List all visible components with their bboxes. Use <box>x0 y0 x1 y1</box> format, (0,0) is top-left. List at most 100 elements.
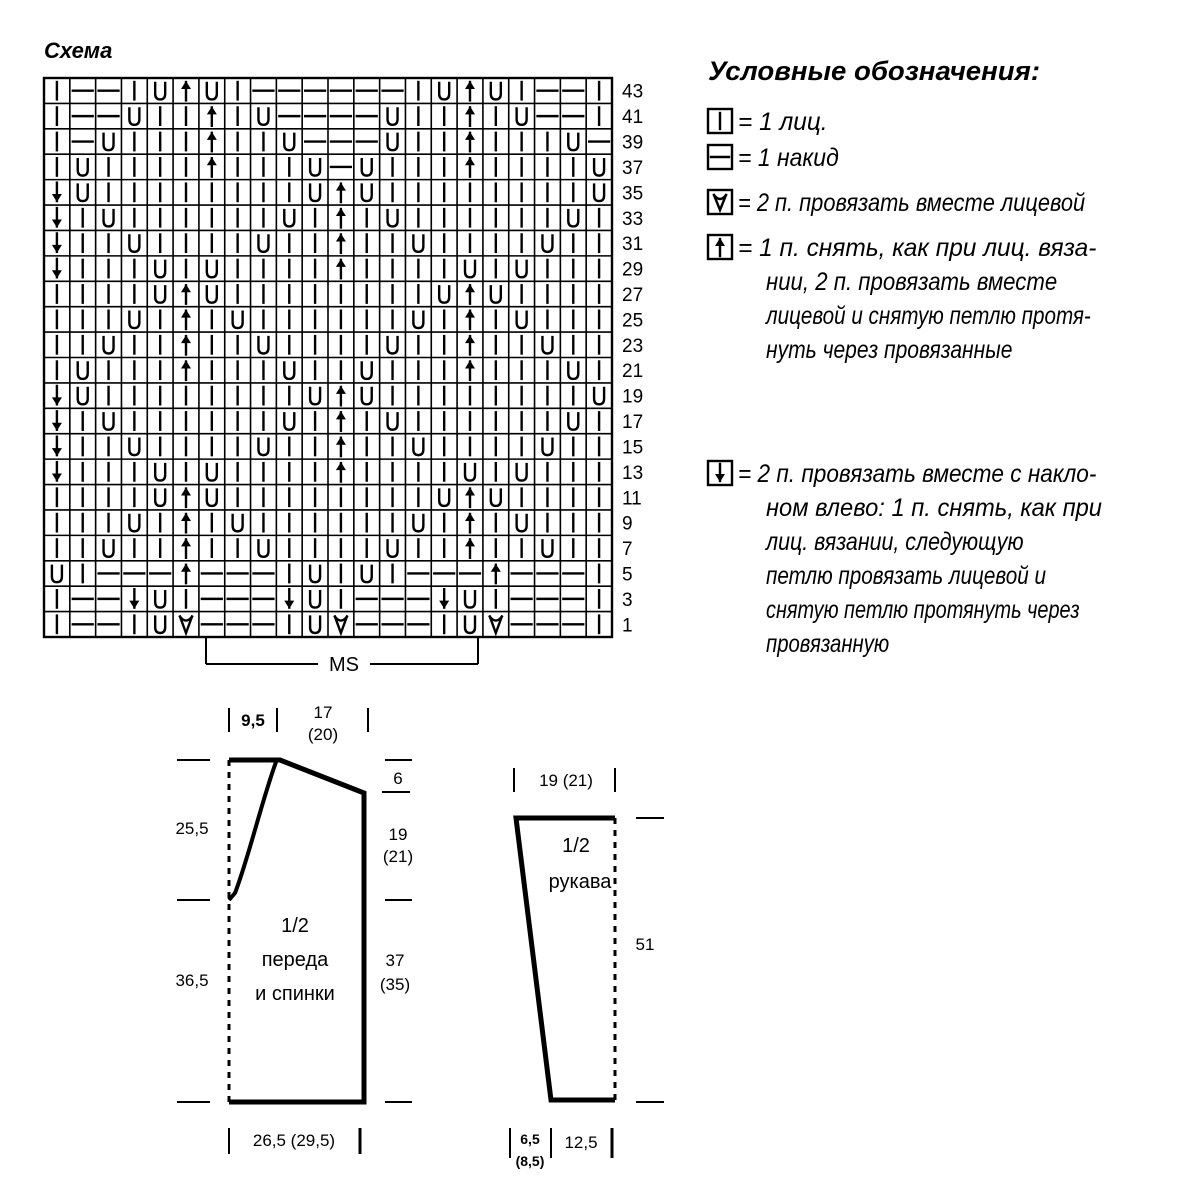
chart-cell <box>153 81 167 101</box>
chart-cell <box>412 437 425 457</box>
legend-text: снятую петлю протянуть через <box>766 596 1080 624</box>
chart-cell <box>465 487 475 509</box>
chart-row <box>51 384 606 407</box>
chart-cell <box>360 361 373 381</box>
row-number: 7 <box>622 539 633 560</box>
chart-cell <box>205 462 219 482</box>
chart-cell <box>102 132 115 152</box>
chart-cell <box>333 614 349 637</box>
chart-cell <box>181 80 191 102</box>
chart-cell <box>465 106 475 128</box>
chart-cell <box>541 539 554 558</box>
chart-row <box>50 563 601 585</box>
chart-row <box>55 80 601 102</box>
chart-cell <box>257 107 270 127</box>
chart-cell <box>465 157 475 178</box>
chart-cell <box>178 614 194 637</box>
chart-cell <box>153 488 167 508</box>
chart-cell <box>153 259 167 279</box>
chart-row <box>51 410 601 432</box>
row-number: 17 <box>622 412 643 433</box>
legend-text: = 1 накид <box>738 144 839 172</box>
chart-cell <box>257 335 270 355</box>
chart-row <box>55 360 601 382</box>
chart-cell <box>335 233 346 255</box>
chart-cell <box>308 615 322 635</box>
dim-shoulder-left: 9,5 <box>241 711 265 730</box>
legend-text: ном влево: 1 п. снять, как при <box>766 494 1102 522</box>
chart-cell <box>102 539 115 558</box>
chart-cell <box>153 285 167 304</box>
k2tog-symbol-icon <box>706 188 734 216</box>
chart-cell <box>437 488 451 508</box>
sleeve-label-name: рукава <box>549 871 613 893</box>
legend-item-yarn-over: = 1 накид <box>706 143 839 172</box>
dim-sleeve-length: 51 <box>636 935 655 954</box>
chart-cell <box>205 81 219 101</box>
chart-cell <box>205 285 219 304</box>
chart-cell <box>51 435 62 457</box>
chart-cell <box>308 564 322 584</box>
chart-cell <box>51 410 62 431</box>
dim-side-left: 36,5 <box>175 971 208 990</box>
chart-cell <box>437 285 451 304</box>
chart-row <box>55 587 601 609</box>
chart-cell <box>592 386 606 406</box>
chart-cell <box>489 81 503 101</box>
chart-cell <box>76 361 89 381</box>
stitch-chart-grid <box>42 76 614 639</box>
row-number: 33 <box>622 209 643 230</box>
row-number: 31 <box>622 234 643 255</box>
chart-row <box>55 487 601 509</box>
chart-cell <box>465 80 475 102</box>
chart-row <box>51 257 601 280</box>
chart-cell <box>465 309 475 331</box>
chart-cell <box>592 158 606 177</box>
chart-cell <box>465 334 475 356</box>
row-number: 21 <box>622 361 643 382</box>
chart-cell <box>465 512 475 534</box>
chart-cell <box>541 234 554 254</box>
chart-row <box>55 131 611 153</box>
chart-cell <box>181 334 191 356</box>
legend-text: нуть через провязанные <box>766 336 1012 364</box>
chart-cell <box>488 614 504 637</box>
chart-cell <box>231 513 244 533</box>
chart-cell <box>206 157 217 178</box>
chart-row <box>55 309 601 331</box>
chart-row <box>51 206 601 229</box>
legend-text: = 1 лиц. <box>738 108 828 136</box>
chart-cell <box>257 539 270 558</box>
row-number: 23 <box>622 336 643 357</box>
chart-cell <box>231 310 244 330</box>
body-label-fraction: 1/2 <box>281 915 309 937</box>
chart-cell <box>50 564 64 584</box>
row-number: 29 <box>622 260 643 281</box>
chart-cell <box>51 206 62 228</box>
chart-row <box>55 106 601 128</box>
chart-cell <box>308 589 322 609</box>
dim-bottom-width: 26,5 (29,5) <box>253 1131 335 1150</box>
knit-symbol-icon <box>706 107 734 135</box>
chart-title: Схема <box>44 38 112 63</box>
chart-cell <box>181 563 191 585</box>
row-number: 1 <box>622 615 633 636</box>
chart-cell <box>257 437 270 457</box>
chart-cell <box>437 81 451 101</box>
chart-cell <box>102 208 115 228</box>
row-number: 19 <box>622 387 643 408</box>
chart-cell <box>360 183 373 203</box>
chart-cell <box>181 360 191 382</box>
chart-cell <box>360 564 373 584</box>
chart-cell <box>102 412 115 431</box>
body-label-back: и спинки <box>255 983 335 1005</box>
dim-side-right-alt: (35) <box>380 975 410 994</box>
chart-cell <box>335 182 346 204</box>
chart-cell <box>76 386 89 406</box>
chart-cell <box>128 513 141 533</box>
chart-cell <box>128 310 141 330</box>
row-number: 5 <box>622 564 633 585</box>
chart-cell <box>51 257 62 279</box>
chart-cell <box>308 158 322 177</box>
chart-cell <box>386 539 399 558</box>
